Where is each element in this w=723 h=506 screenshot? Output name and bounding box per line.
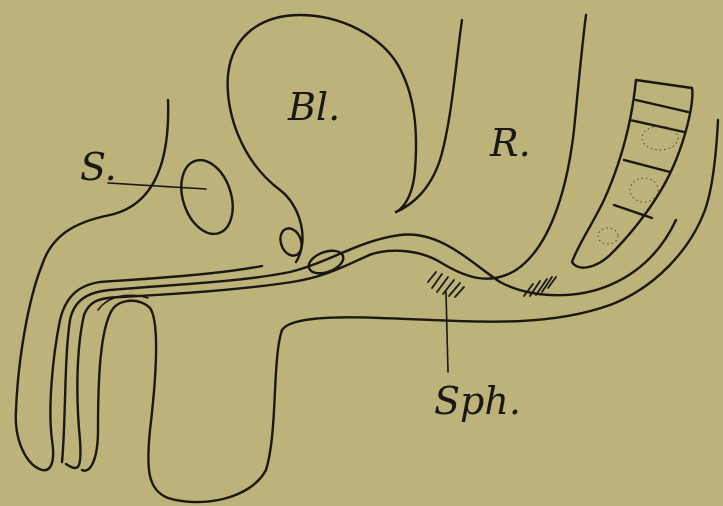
urethra-upper-line xyxy=(62,234,500,462)
prostate-lobe-lower xyxy=(306,246,347,277)
coccyx-dots-3 xyxy=(598,228,618,244)
symphysis-outline xyxy=(172,153,241,240)
rectum-label: R. xyxy=(490,124,531,162)
rectum-outline-right xyxy=(372,15,586,279)
coccyx-divider-3 xyxy=(624,160,670,172)
coccyx-dots-2 xyxy=(630,178,658,202)
corpus-inner-outline xyxy=(82,301,282,502)
bladder-label: Bl. xyxy=(288,88,340,126)
symphysis-label: S. xyxy=(80,148,117,186)
urethra-lower-line xyxy=(66,254,372,468)
sphincter-pointer-line xyxy=(446,292,448,372)
symphysis-pointer-line xyxy=(108,183,206,189)
bladder-outline xyxy=(228,15,416,262)
sphincter-label: Sph. xyxy=(434,382,521,420)
coccyx-divider-1 xyxy=(636,100,688,112)
rectum-outline-left xyxy=(396,20,462,212)
